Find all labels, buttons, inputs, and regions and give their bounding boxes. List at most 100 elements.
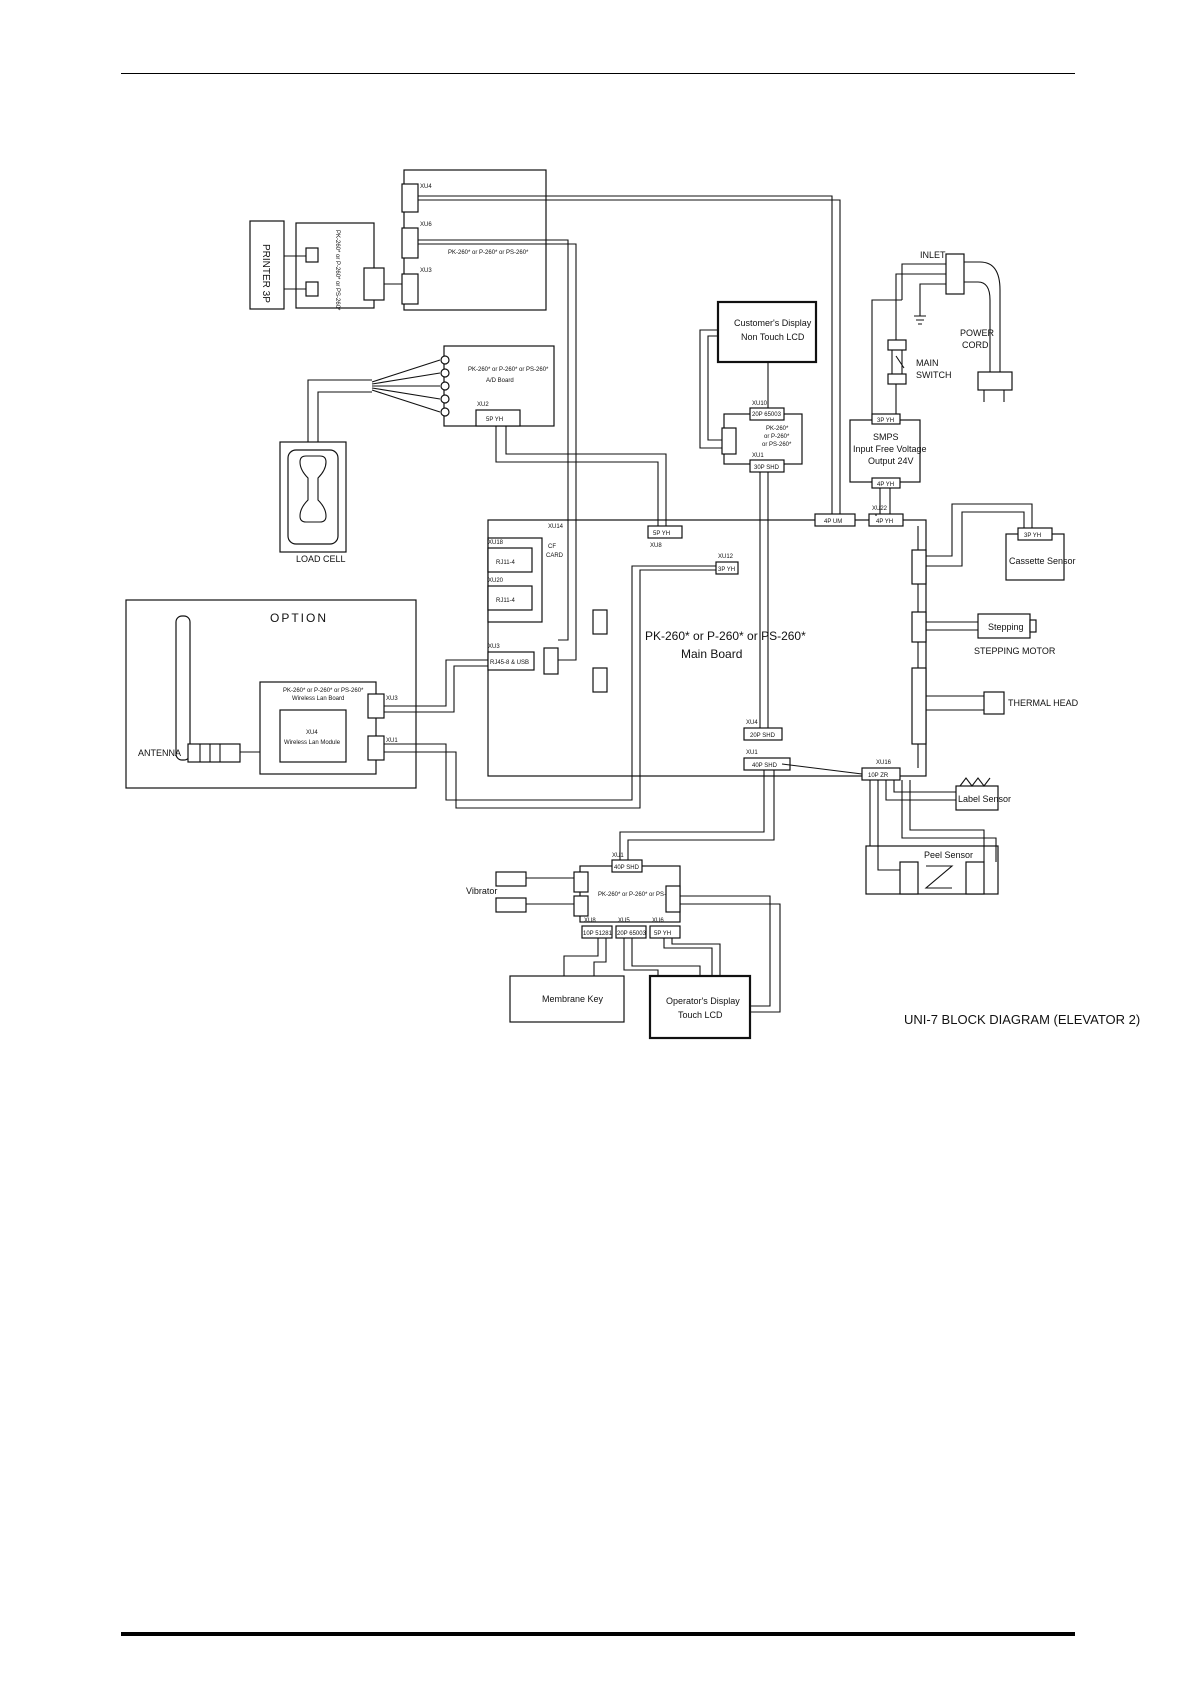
printer-board-label: PK-260* or P-260* or PS-260*: [334, 230, 340, 311]
load-cell-label: LOAD CELL: [296, 554, 346, 564]
main-board-line1: PK-260* or P-260* or PS-260*: [645, 629, 806, 643]
wireless-module: [279, 709, 347, 763]
power-cord-line1: POWER: [960, 328, 995, 338]
conn-xu1-op: [611, 859, 643, 873]
customer-display: [716, 300, 818, 364]
xu1-op-type: 40P SHD: [614, 865, 640, 871]
conn-xu4-main: [743, 727, 783, 741]
xu14-label: XU14: [548, 524, 564, 530]
main-board: [487, 519, 927, 777]
cassette-sensor: [1005, 533, 1065, 581]
xu10-label: XU10: [752, 401, 768, 407]
load-cell-body: [287, 449, 339, 545]
switch-a: [887, 339, 907, 351]
conn-xu3: [401, 273, 419, 305]
conn-vib-b: [573, 895, 589, 917]
inlet-plug: [945, 253, 965, 295]
wireless-board-line2: Wireless Lan Board: [292, 696, 344, 702]
rj45-wlan-label: XU3: [386, 696, 398, 702]
xu8-type: 5P YH: [653, 531, 670, 537]
vibrator-a: [495, 871, 527, 887]
membrane-key: [509, 975, 625, 1023]
label-sensor-icon: [959, 777, 991, 787]
conn-4p-um-type: 4P UM: [824, 519, 842, 525]
conn-5p-wlan: [367, 735, 385, 761]
footer-rule: [121, 1632, 1075, 1636]
label-sensor-label: Label Sensor: [958, 794, 1011, 804]
stepping-motor-label: STEPPING MOTOR: [974, 646, 1056, 656]
xu16-label: XU16: [876, 760, 892, 766]
cassette-sensor-label: Cassette Sensor: [1009, 556, 1076, 566]
xu8-label: XU8: [650, 543, 662, 549]
wireless-board-line1: PK-260* or P-260* or PS-260*: [283, 688, 364, 694]
rj11-a-type: RJ11-4: [496, 560, 516, 566]
operator-display-line2: Touch LCD: [678, 1010, 723, 1020]
conn-vib-a: [573, 871, 589, 893]
wireless-module-line1: XU4: [306, 730, 318, 736]
stepping-shaft: [1029, 619, 1037, 633]
main-switch-line1: MAIN: [916, 358, 939, 368]
printer-conn-a: [305, 247, 319, 263]
xu4-label: XU4: [420, 184, 432, 190]
vibrator-b: [495, 897, 527, 913]
printer-conn-b: [305, 281, 319, 297]
conn-xu3-cust: [721, 427, 737, 455]
customer-board-line2: or P-260*: [764, 434, 790, 440]
conn-xu21: [911, 549, 927, 585]
conn-xu13: [911, 611, 927, 643]
main-board-line2: Main Board: [681, 647, 742, 661]
conn-xu5-op: [615, 925, 647, 939]
printer-block: [249, 220, 285, 310]
conn-rj45-wlan: [367, 693, 385, 719]
power-cord-line2: CORD: [962, 340, 989, 350]
operator-display-line1: Operator's Display: [666, 996, 740, 1006]
xu12-type: 3P YH: [718, 567, 735, 573]
conn-rj11-a: [487, 547, 533, 573]
vibrator-label: Vibrator: [466, 886, 497, 896]
conn-xu6-op: [649, 925, 681, 939]
xu1-cust-type: 30P SHD: [754, 465, 780, 471]
antenna-label: ANTENNA: [138, 748, 181, 758]
wireless-module-line2: Wireless Lan Module: [284, 740, 341, 746]
conn-xu8: [647, 525, 683, 539]
thermal-head-label: THERMAL HEAD: [1008, 698, 1079, 708]
thermal-head: [983, 691, 1005, 715]
label-sensor: [955, 785, 999, 811]
xu2-type: 5P YH: [486, 417, 503, 423]
smps-conn-out: [871, 477, 901, 489]
conn-rj45-usb: [487, 651, 535, 671]
smps-line3: Output 24V: [868, 456, 914, 466]
customer-board-line1: PK-260*: [766, 426, 789, 432]
xu10-type: 20P 65003: [752, 412, 782, 418]
rj11-b-type: RJ11-4: [496, 598, 516, 604]
conn-4p-um: [814, 513, 856, 527]
ad-board-line1: PK-260* or P-260* or PS-260*: [468, 367, 549, 373]
xu3-main-label: XU3: [488, 644, 500, 650]
xu1-main-type: 40P SHD: [752, 763, 778, 769]
conn-xu10: [749, 407, 785, 421]
conn-xu4: [401, 183, 419, 213]
peel-emitter: [899, 861, 919, 895]
stepping-motor: [977, 613, 1031, 639]
switch-b: [887, 373, 907, 385]
conn-xu8-op: [581, 925, 613, 939]
conn-xu1-cust: [749, 459, 785, 473]
xu3-label: XU3: [420, 268, 432, 274]
printer-label: PRINTER 3P: [260, 244, 271, 303]
customer-display-line2: Non Touch LCD: [741, 332, 805, 342]
conn-xu6: [401, 227, 419, 259]
peel-sensor-label: Peel Sensor: [924, 850, 973, 860]
printer-conn-c: [363, 267, 385, 301]
conn-xu12: [715, 561, 739, 575]
xu20-label: XU20: [488, 578, 504, 584]
customer-board: [723, 413, 803, 465]
xu1-cust-label: XU1: [752, 453, 764, 459]
smps-line2: Input Free Voltage: [853, 444, 927, 454]
xu6-label: XU6: [420, 222, 432, 228]
peel-receiver: [965, 861, 985, 895]
conn-xu19: [592, 609, 608, 635]
wlan-xu1-label: XU1: [386, 738, 398, 744]
xu18-label: XU18: [488, 540, 504, 546]
smps-line1: SMPS: [873, 432, 899, 442]
